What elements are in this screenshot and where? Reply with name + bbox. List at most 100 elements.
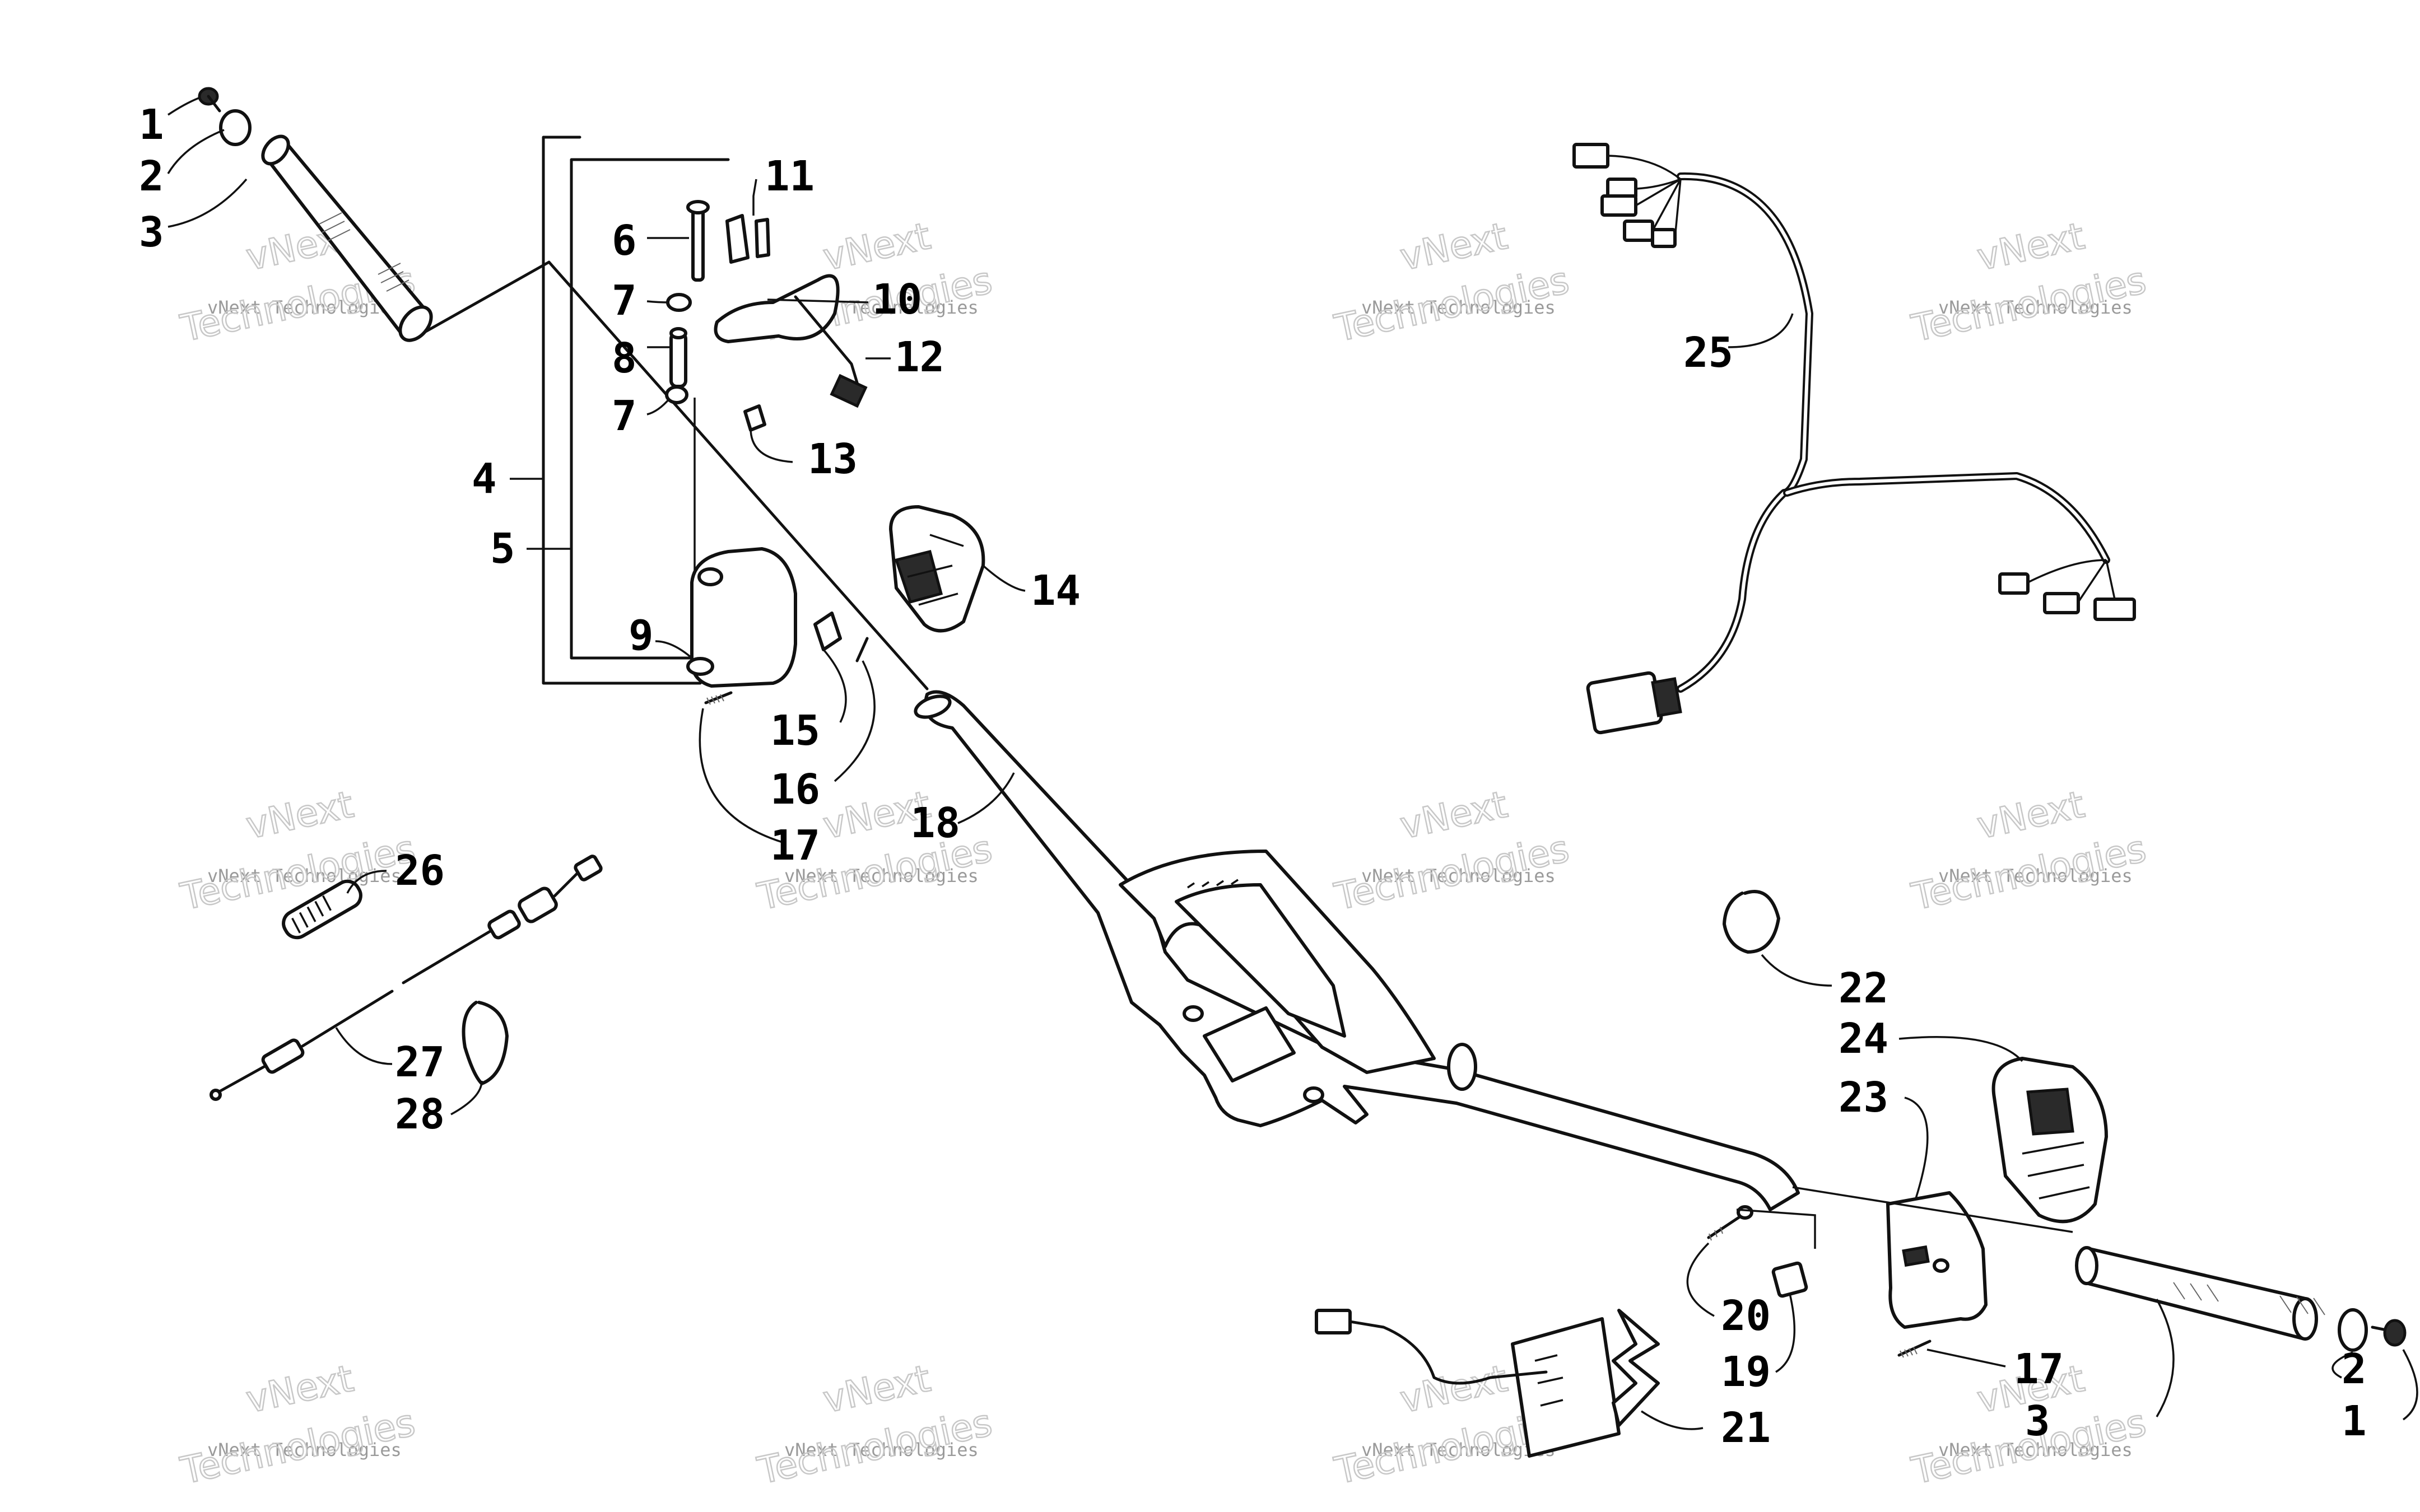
leader-15 <box>822 648 847 723</box>
callout-3: 3 <box>139 208 164 256</box>
part-spacer-11 <box>725 214 750 264</box>
watermark: vNext vNext Technologies Technologies <box>1907 782 2150 920</box>
part-throttle-cable-27 <box>210 855 603 1101</box>
callout-13: 13 <box>808 435 858 483</box>
leader-19 <box>1775 1293 1796 1373</box>
leader-2a <box>167 129 225 174</box>
part-bushing-19 <box>1771 1261 1808 1298</box>
leader-18 <box>957 772 1015 824</box>
leader-26 <box>346 870 387 894</box>
part-left-grip-washer <box>219 109 252 146</box>
leader-21 <box>1641 1410 1704 1430</box>
leader-22 <box>1761 954 1832 987</box>
harness-connector <box>1572 143 1609 169</box>
leader-3a <box>167 178 248 228</box>
callout-9: 9 <box>629 612 654 660</box>
leader-28 <box>450 1080 483 1116</box>
callout-17: 17 <box>2014 1345 2064 1393</box>
throttle-housing <box>889 505 985 633</box>
leader-16 <box>834 660 876 782</box>
part-heater-element-21 <box>1315 1309 1660 1458</box>
part-left-grip-screw <box>198 87 221 113</box>
part-right-grip <box>2075 1246 2325 1341</box>
svg-text:vNext Technologies: vNext Technologies <box>1361 1439 1556 1460</box>
watermark: vNext vNext Technologies Technologies <box>1907 214 2150 351</box>
callout-labels: 1 2 3 4 5 6 7 8 7 9 10 11 12 13 14 15 16… <box>139 101 2367 1452</box>
handlebar-bend-seam <box>1447 1043 1477 1091</box>
callout-6: 6 <box>612 217 637 265</box>
harness-main-connector <box>1586 671 1663 735</box>
watermark: vNext vNext Technologies Technologies <box>753 1356 996 1494</box>
watermark: vNext vNext Technologies Technologies <box>1330 214 1573 351</box>
callout-10: 10 <box>872 276 922 324</box>
part-right-grip-washer <box>2338 1308 2368 1352</box>
callout-14: 14 <box>1031 567 1081 615</box>
throttle-cable-assembly <box>210 855 603 1101</box>
watermark-layer: vNext vNext Technologies Technologies vN… <box>176 214 2150 1494</box>
leader-17a <box>699 708 785 844</box>
harness-connector <box>2093 598 2136 621</box>
handlebar-bolt <box>1183 1005 1204 1022</box>
watermark: vNext vNext Technologies Technologies <box>176 1356 419 1494</box>
right-alignment-line <box>1792 1186 2073 1233</box>
part-nut-13 <box>743 404 766 432</box>
callout-1: 1 <box>139 101 164 149</box>
svg-text:vNext: vNext <box>1397 1357 1511 1421</box>
callout-18: 18 <box>910 799 960 847</box>
leader-23 <box>1904 1096 1929 1199</box>
callout-22: 22 <box>1839 964 1888 1012</box>
svg-text:vNext Technologies: vNext Technologies <box>1361 865 1556 886</box>
svg-text:vNext: vNext <box>820 214 934 279</box>
svg-text:vNext: vNext <box>243 783 357 847</box>
watermark: vNext vNext Technologies Technologies <box>1330 782 1573 920</box>
callout-3: 3 <box>2025 1397 2050 1445</box>
part-left-grip <box>261 134 433 342</box>
svg-text:vNext: vNext <box>1974 214 2088 279</box>
callout-2: 2 <box>139 152 164 200</box>
part-bushing-guide <box>1736 1208 1816 1249</box>
part-clip-11b <box>755 218 770 258</box>
svg-text:vNext Technologies: vNext Technologies <box>207 297 402 318</box>
callout-23: 23 <box>1839 1074 1888 1122</box>
part-wire-harness-25 <box>1572 143 2136 735</box>
leader-3b <box>2156 1299 2175 1417</box>
leader-14 <box>982 564 1026 592</box>
part-bushing-8 <box>669 327 687 388</box>
callout-16: 16 <box>770 766 820 814</box>
callout-20: 20 <box>1721 1292 1771 1340</box>
handlebar-outline-left <box>424 260 551 333</box>
leader-24 <box>1898 1036 2023 1062</box>
leader-7b <box>646 398 671 416</box>
svg-text:Technologies: Technologies <box>1908 259 2150 351</box>
part-washer-7b <box>665 385 688 404</box>
part-screw-17-left <box>704 691 733 705</box>
part-clamp-28 <box>462 1001 509 1085</box>
leader-7a <box>646 300 670 304</box>
svg-text:Technologies: Technologies <box>177 827 419 919</box>
callout-1: 1 <box>2342 1397 2367 1445</box>
leader-9 <box>655 640 693 659</box>
svg-text:vNext Technologies: vNext Technologies <box>207 865 402 886</box>
callout-7: 7 <box>612 277 637 325</box>
leader-1b <box>2402 1349 2418 1421</box>
part-screw-16 <box>855 637 869 662</box>
harness-connector <box>1623 220 1654 242</box>
callout-19: 19 <box>1721 1348 1771 1396</box>
leader-13 <box>750 428 793 463</box>
leader-2b <box>2331 1351 2353 1379</box>
brake-switch-parts <box>665 200 868 571</box>
svg-text:vNext Technologies: vNext Technologies <box>1361 297 1556 318</box>
svg-text:vNext Technologies: vNext Technologies <box>1938 1439 2133 1460</box>
part-clip-15 <box>813 612 842 651</box>
leader-1a <box>167 97 199 116</box>
part-switch-housing-24 <box>1991 1057 2108 1224</box>
brake-assembly-brackets <box>542 136 730 685</box>
svg-text:Technologies: Technologies <box>754 1401 996 1493</box>
bracket-4 <box>542 136 702 685</box>
part-cable-end-20 <box>1707 1205 1753 1241</box>
right-side-assembly <box>1315 890 2407 1458</box>
callout-11: 11 <box>765 152 815 200</box>
leader-lines <box>167 97 2418 1430</box>
svg-text:vNext Technologies: vNext Technologies <box>784 1439 979 1460</box>
